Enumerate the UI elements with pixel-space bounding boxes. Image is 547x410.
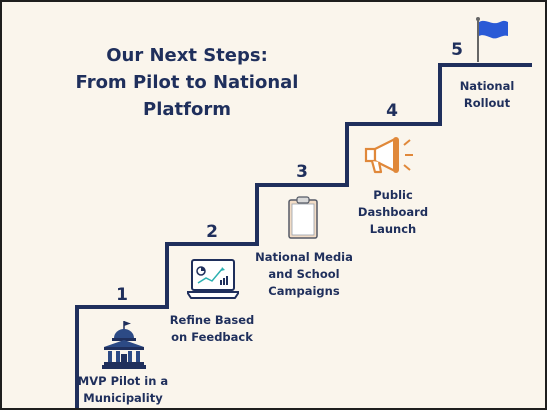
step-3-label-line-1: National Media — [255, 250, 353, 264]
laptop-analytics-icon — [187, 259, 239, 299]
step-1-label-line-2: Municipality — [83, 391, 163, 405]
flag-icon — [476, 17, 508, 62]
diagram-title: Our Next Steps: From Pilot to National P… — [42, 42, 332, 123]
clipboard-icon — [288, 196, 318, 239]
title-line-2: From Pilot to National Platform — [75, 72, 299, 120]
step-1-label: MVP Pilot in a Municipality — [74, 373, 172, 407]
step-3-label-line-2: and School — [268, 267, 340, 281]
title-line-1: Our Next Steps: — [106, 45, 268, 66]
step-5-label: National Rollout — [446, 78, 528, 112]
step-3-label: National Media and School Campaigns — [252, 249, 356, 300]
step-2-label-line-1: Refine Based — [169, 313, 255, 327]
step-2-number: 2 — [206, 222, 218, 242]
step-4-label-line-1: Public — [373, 188, 413, 202]
step-5-label-line-2: Rollout — [463, 96, 511, 110]
step-2-label-line-2: on Feedback — [171, 330, 253, 344]
step-1-number: 1 — [116, 285, 128, 305]
step-4-number: 4 — [386, 101, 398, 121]
step-2-label: Refine Based on Feedback — [166, 312, 258, 346]
step-4-label-line-3: Launch — [369, 222, 417, 236]
step-5-number: 5 — [451, 40, 463, 60]
step-1-label-line-1: MVP Pilot in a — [77, 374, 169, 388]
megaphone-icon — [364, 137, 413, 174]
step-4-label-line-2: Dashboard — [357, 205, 429, 219]
step-3-label-line-3: Campaigns — [268, 284, 340, 298]
government-building-icon — [102, 321, 146, 369]
step-5-label-line-1: National — [459, 79, 515, 93]
step-4-label: Public Dashboard Launch — [350, 187, 436, 238]
step-3-number: 3 — [296, 162, 308, 182]
